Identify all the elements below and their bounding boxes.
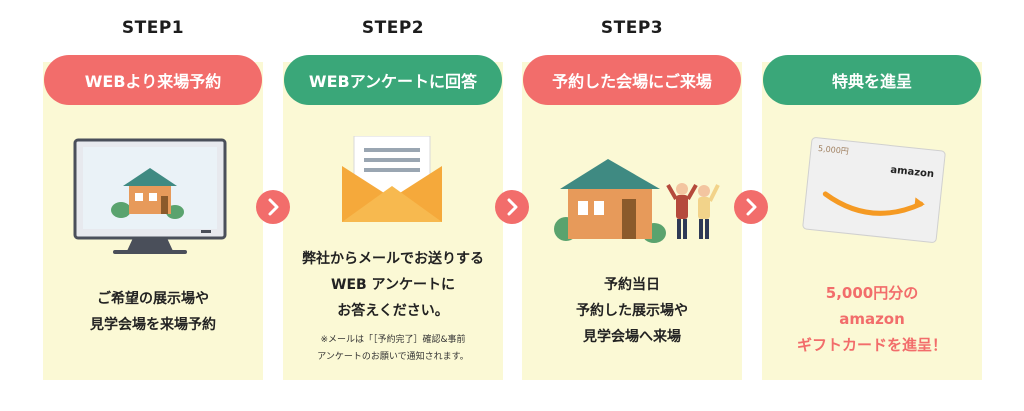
desc-line: 見学会場を来場予約: [90, 317, 216, 333]
note-line: アンケートのお願いで通知されます。: [317, 352, 469, 362]
envelope-icon: [342, 136, 442, 222]
step3-description: 予約当日 予約した展示場や 見学会場へ来場: [522, 272, 742, 350]
house-visitors-icon: [554, 159, 720, 243]
step3-title: 予約した会場にご来場: [523, 55, 741, 105]
desc-line: 見学会場へ来場: [583, 329, 681, 345]
arrow-1: [256, 190, 290, 224]
arrow-3: [734, 190, 768, 224]
step4-title: 特典を進呈: [763, 55, 981, 105]
step2-note: ※メールは「［予約完了］確認&事前 アンケートのお願いで通知されます。: [283, 332, 503, 366]
desc-line: ギフトカードを進呈！: [796, 336, 947, 354]
desc-line: 弊社からメールでお送りする: [302, 251, 484, 267]
giftcard-icon: 5,000円 amazon: [801, 136, 946, 244]
step3-label: STEP3: [600, 18, 664, 38]
step4-description: 5,000円分の amazon ギフトカードを進呈！: [762, 280, 982, 358]
desc-line: amazon: [839, 310, 905, 328]
step2-label: STEP2: [361, 18, 425, 38]
step1-title: WEBより来場予約: [44, 55, 262, 105]
desc-line: 5,000円分の: [825, 284, 919, 302]
desc-line: WEB アンケートに: [331, 277, 455, 293]
step2-description: 弊社からメールでお送りする WEB アンケートに お答えください。: [283, 246, 503, 324]
desc-line: 予約当日: [604, 277, 660, 293]
step1-description: ご希望の展示場や 見学会場を来場予約: [43, 286, 263, 338]
chevron-right-icon: [268, 198, 279, 216]
step2-title: WEBアンケートに回答: [284, 55, 502, 105]
giftcard-face: [802, 137, 946, 243]
desc-line: ご希望の展示場や: [97, 291, 209, 307]
monitor-house-icon: [73, 138, 227, 254]
note-line: ※メールは「［予約完了］確認&事前: [320, 335, 466, 345]
chevron-right-icon: [746, 198, 757, 216]
step1-label: STEP1: [121, 18, 185, 38]
desc-line: お答えください。: [337, 303, 449, 319]
desc-line: 予約した展示場や: [576, 303, 688, 319]
chevron-right-icon: [507, 198, 518, 216]
arrow-2: [495, 190, 529, 224]
